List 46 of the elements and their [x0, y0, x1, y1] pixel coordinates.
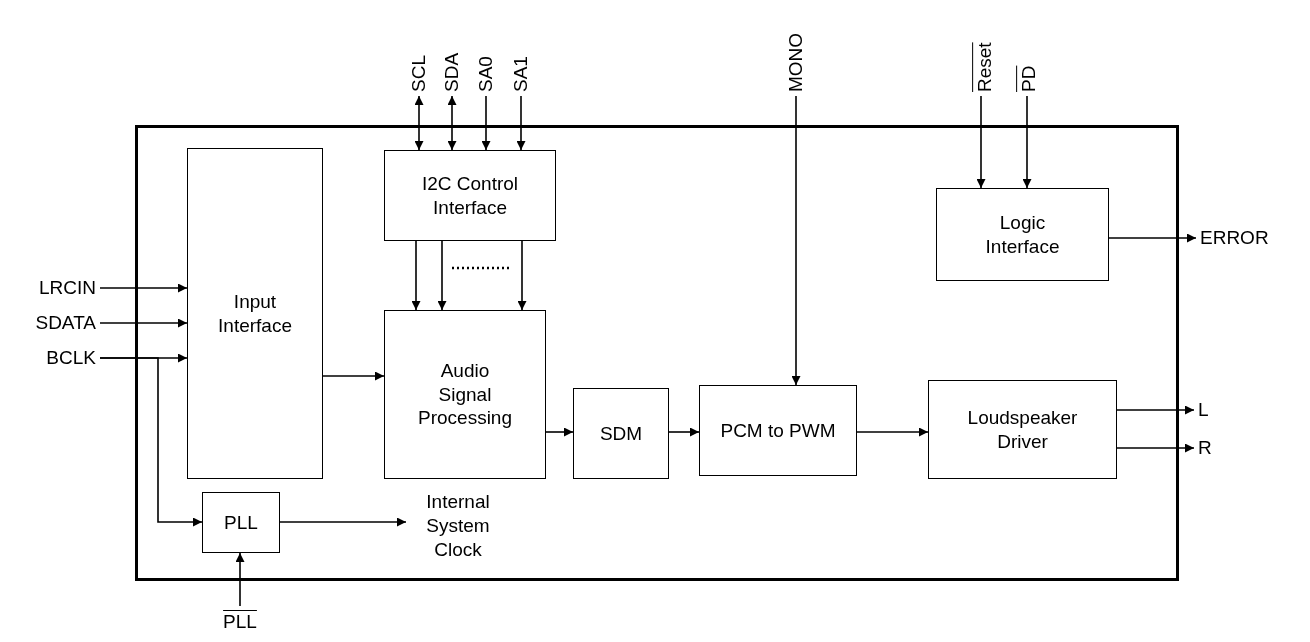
chip-outline: [135, 125, 1179, 581]
arrow: [99, 283, 188, 293]
signal-label: MONO: [784, 32, 808, 92]
arrow: [1022, 95, 1032, 189]
signal-label: LRCIN: [39, 276, 96, 300]
arrow: [437, 240, 447, 311]
signal-label: SA0: [474, 56, 498, 92]
arrow: [414, 95, 424, 151]
signal-label: SDATA: [35, 311, 96, 335]
signal-label: Reset: [973, 42, 997, 92]
signal-label: SDA: [440, 52, 464, 92]
signal-label: BCLK: [46, 346, 96, 370]
signal-label: R: [1198, 436, 1212, 460]
signal-label: PLL: [223, 610, 257, 634]
block-box: Logic Interface: [936, 188, 1109, 281]
arrow: [99, 318, 188, 328]
arrow: [517, 240, 527, 311]
signal-label: PD: [1017, 65, 1041, 92]
signal-label: Internal System Clock: [410, 490, 506, 562]
arrow: [322, 371, 385, 381]
arrow: [235, 552, 245, 607]
arrow: [481, 95, 491, 151]
block-box: SDM: [573, 388, 669, 479]
arrow: [545, 427, 574, 437]
signal-label: SA1: [509, 56, 533, 92]
arrow: [516, 95, 526, 151]
block-box: I2C Control Interface: [384, 150, 556, 241]
block-box: Audio Signal Processing: [384, 310, 546, 479]
arrow: [279, 517, 407, 527]
signal-label: SCL: [407, 55, 431, 92]
arrow: [1116, 405, 1195, 415]
signal-label: ERROR: [1200, 226, 1269, 250]
block-box: PLL: [202, 492, 280, 553]
arrow: [856, 427, 929, 437]
signal-label: L: [1198, 398, 1209, 422]
arrow: [447, 95, 457, 151]
arrow: [976, 95, 986, 189]
arrow: [99, 357, 203, 527]
arrow: [668, 427, 700, 437]
arrow: [1108, 233, 1197, 243]
block-box: Loudspeaker Driver: [928, 380, 1117, 479]
block-box: PCM to PWM: [699, 385, 857, 476]
arrow: [411, 240, 421, 311]
arrow: [1116, 443, 1195, 453]
arrow: [791, 95, 801, 386]
block-box: Input Interface: [187, 148, 323, 479]
